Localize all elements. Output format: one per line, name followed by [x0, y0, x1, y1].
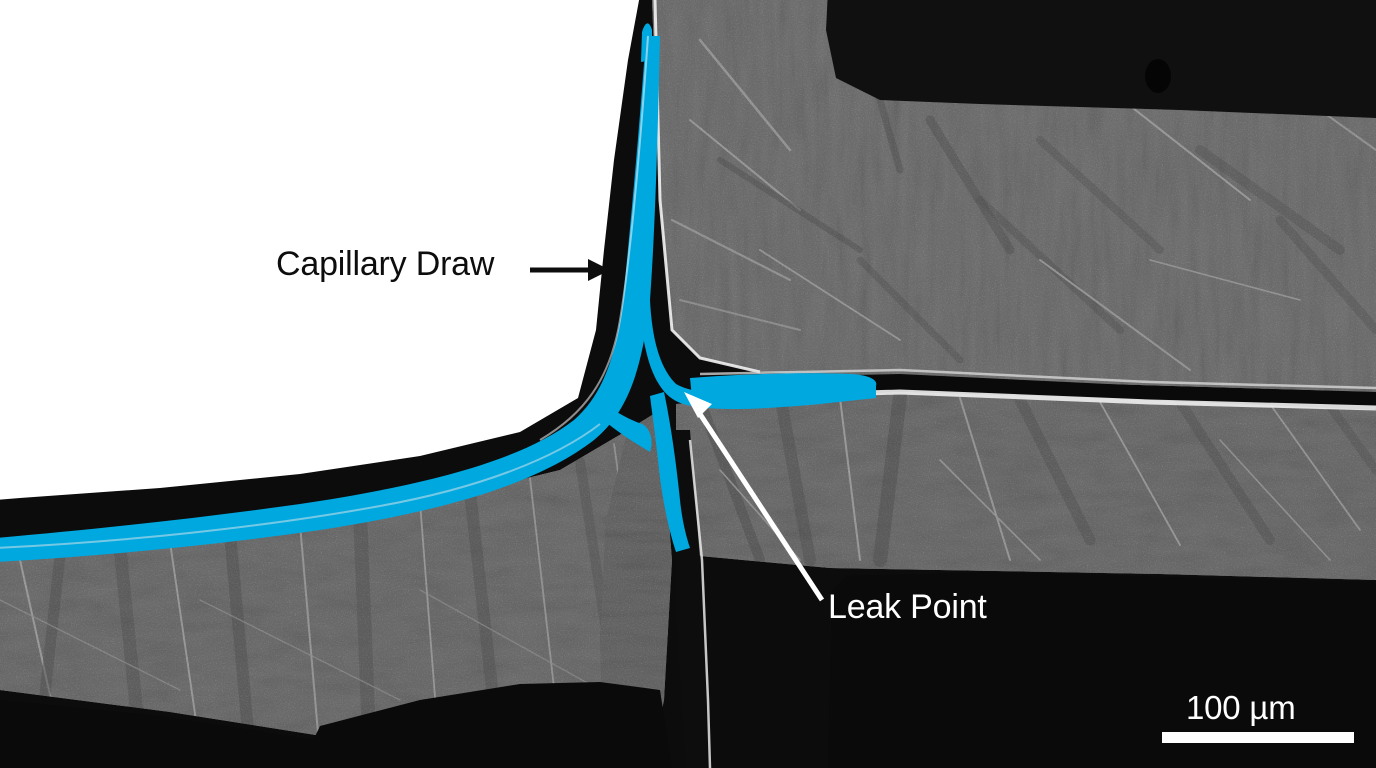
gap-upper-rim-highlight	[699, 368, 1376, 390]
scale-bar-label: 100 µm	[1186, 689, 1296, 726]
void-bottom-left	[0, 700, 430, 768]
liquid-fillet-blue	[0, 23, 877, 562]
metal-middle-right	[676, 392, 1376, 580]
void-top-right	[826, 0, 1376, 118]
leak-point-label: Leak Point	[828, 588, 987, 626]
edge-highlight-upper-left	[653, 0, 761, 374]
open-region-white	[0, 0, 640, 500]
void-top-right-pore	[1145, 59, 1171, 93]
capillary-draw-label: Capillary Draw	[276, 245, 495, 283]
void-bottom-center	[300, 682, 672, 768]
vertical-crack	[676, 430, 708, 768]
scale-bar-line	[1162, 732, 1354, 743]
leak-point-arrow	[684, 392, 825, 602]
capillary-draw-arrow	[530, 259, 610, 281]
interface-line-lower	[0, 423, 601, 549]
interface-line-upper	[539, 35, 649, 441]
void-bottom-right	[828, 572, 1376, 768]
crack-right-edge-highlight	[688, 439, 712, 768]
